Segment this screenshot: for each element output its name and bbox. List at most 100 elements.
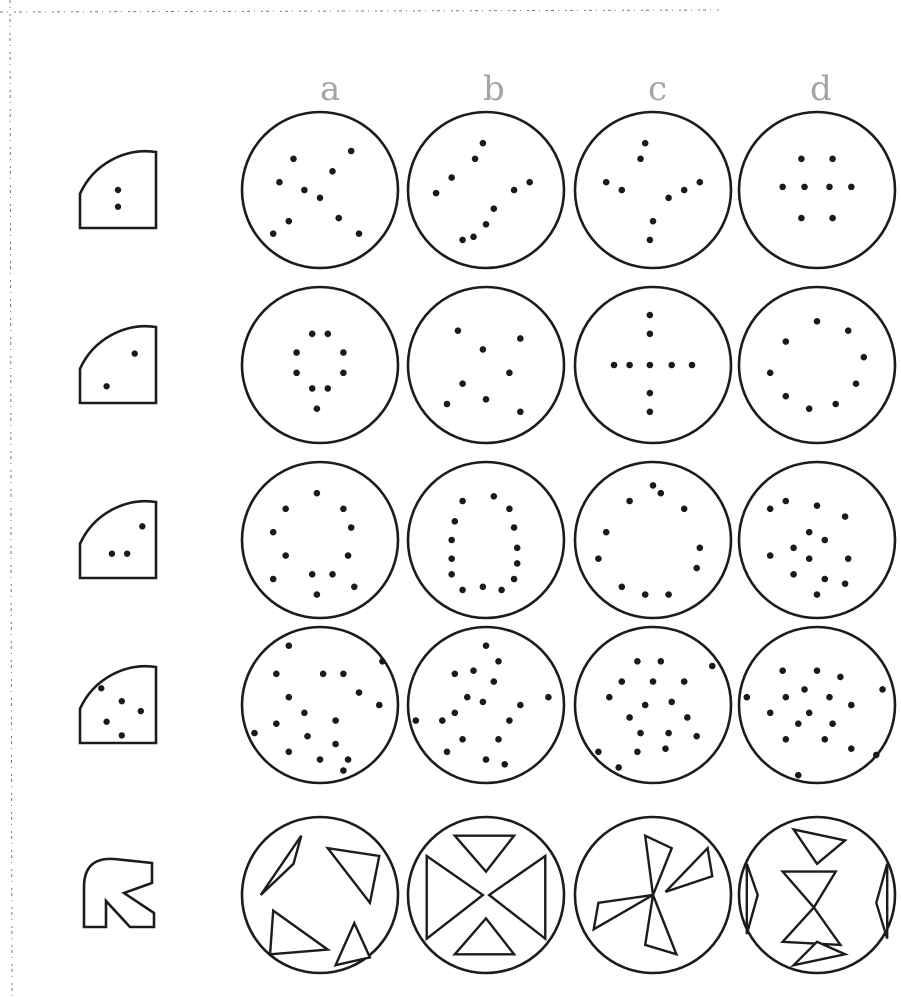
pattern-disc [739, 627, 895, 783]
pattern-dot [270, 529, 277, 536]
key-dot [103, 719, 109, 725]
pattern-dot [511, 187, 518, 194]
pattern-dot [314, 490, 321, 497]
row-5 [84, 817, 895, 973]
triangle-cutout [489, 856, 545, 939]
key-quarter-shape [80, 501, 156, 578]
pattern-dot [829, 720, 836, 727]
key-dot [119, 698, 125, 704]
pattern-disc [739, 462, 895, 618]
pattern-dot [634, 658, 641, 665]
pattern-dot [495, 736, 502, 743]
pattern-dot [842, 513, 849, 520]
pattern-dot [511, 576, 518, 583]
pattern-dot [351, 584, 358, 591]
disc-outline [242, 287, 398, 443]
disc-outline [575, 112, 731, 268]
pattern-dot [506, 717, 513, 724]
key-dot [119, 732, 125, 738]
pattern-disc [408, 287, 564, 443]
pattern-dot [286, 218, 293, 225]
pattern-dot [845, 327, 852, 334]
key-outline [80, 326, 156, 403]
pattern-dot [348, 524, 355, 531]
triangle-cutout [270, 911, 328, 955]
pattern-dot [506, 370, 513, 377]
pattern-dot [317, 195, 324, 202]
pattern-dot [619, 584, 626, 591]
pattern-dot [293, 349, 300, 356]
pattern-dot [626, 498, 633, 505]
pattern-dot [286, 694, 293, 701]
pattern-dot [335, 215, 342, 222]
pattern-dot [517, 335, 524, 342]
row-2 [80, 287, 895, 443]
pattern-dot [795, 720, 802, 727]
pattern-dot [668, 362, 675, 369]
disc-outline [408, 287, 564, 443]
pattern-dot [606, 694, 613, 701]
pattern-dot [684, 714, 691, 721]
triangle-cutout [645, 836, 672, 895]
pattern-dot [829, 215, 836, 222]
pattern-dot [848, 702, 855, 709]
pattern-dot [348, 148, 355, 155]
triangle-cutout [594, 895, 653, 929]
pattern-dot [309, 385, 316, 392]
disc-outline [242, 112, 398, 268]
column-label-b: b [483, 69, 505, 109]
pattern-dot [647, 390, 654, 397]
pattern-dot [325, 331, 332, 338]
key-quarter-shape [80, 326, 156, 403]
row-4 [80, 627, 895, 783]
pattern-dot [611, 362, 618, 369]
pattern-dot [480, 140, 487, 147]
pattern-dot [340, 370, 347, 377]
key-dot [132, 350, 138, 356]
pattern-dot [801, 686, 808, 693]
pattern-dot [464, 694, 471, 701]
pattern-dot [286, 749, 293, 756]
pattern-dot [783, 338, 790, 345]
pattern-dot [615, 764, 622, 771]
pattern-disc [408, 462, 564, 618]
pattern-dot [340, 506, 347, 513]
pattern-dot [647, 362, 654, 369]
pattern-dot [647, 409, 654, 416]
pattern-dot [658, 490, 665, 497]
triangle-cutout [665, 848, 712, 892]
pattern-dot [814, 318, 821, 325]
pattern-dot [650, 218, 657, 225]
pattern-dot [744, 694, 751, 701]
pattern-dot [853, 380, 860, 387]
pattern-dot [314, 405, 321, 412]
pattern-dot [634, 749, 641, 756]
pattern-dot [822, 537, 829, 544]
pattern-dot [470, 234, 477, 241]
row-1 [80, 112, 895, 268]
column-label-c: c [648, 69, 667, 109]
pattern-dot [697, 545, 704, 552]
pattern-dot [304, 733, 311, 740]
pattern-dot [637, 730, 644, 737]
column-label-a: a [320, 69, 340, 109]
pattern-dot [325, 385, 332, 392]
pattern-dot [448, 174, 455, 181]
pattern-dot [767, 710, 774, 717]
key-dot [109, 550, 115, 556]
pattern-disc [739, 287, 895, 443]
pattern-dot [491, 205, 498, 212]
pattern-dot [448, 537, 455, 544]
key-quarter-shape [80, 151, 156, 228]
pattern-dot [526, 179, 533, 186]
pattern-dot [495, 658, 502, 665]
triangle-cutout [783, 907, 841, 944]
triangle-cutout [783, 872, 836, 908]
pattern-dot [647, 312, 654, 319]
pattern-disc [575, 112, 731, 268]
pattern-disc [408, 627, 564, 783]
top-scan-edge [0, 10, 720, 12]
pattern-dot [829, 156, 836, 163]
pattern-dot [806, 555, 813, 562]
pattern-dot [480, 699, 487, 706]
